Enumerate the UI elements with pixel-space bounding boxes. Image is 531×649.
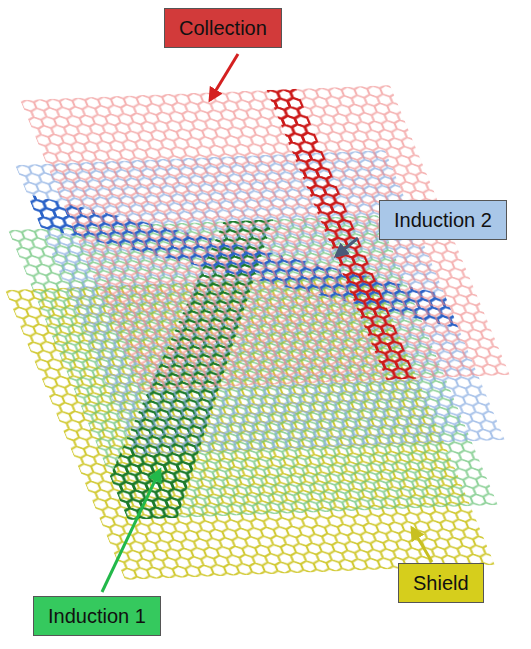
induction1-label-box: Induction 1 [33,596,161,636]
leader-arrow [412,528,432,562]
label-text: Shield [413,571,469,595]
collection-label-box: Collection [164,8,282,48]
label-text: Induction 1 [48,604,146,628]
leader-arrow [336,238,358,256]
leader-arrow [102,470,160,592]
shield-label-box: Shield [398,563,484,603]
label-text: Induction 2 [394,208,492,232]
leader-arrow [210,54,238,100]
label-text: Collection [179,16,267,40]
induction2-label-box: Induction 2 [379,200,507,240]
collection-plane [20,85,510,390]
